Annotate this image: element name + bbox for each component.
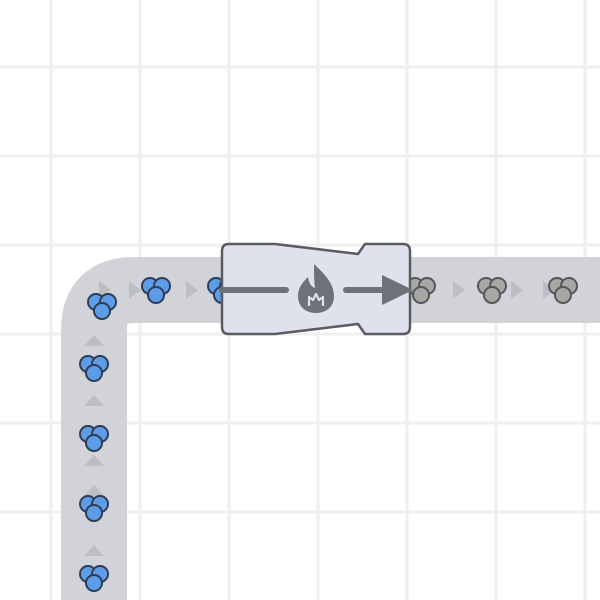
belt-arrow-right — [511, 281, 523, 299]
belt-arrow-up — [84, 335, 104, 346]
belt-arrow-right — [186, 281, 198, 299]
flame-icon — [298, 264, 334, 313]
belt-arrow-up — [84, 455, 104, 466]
arrow-right-icon — [343, 275, 413, 305]
belt-arrow-up — [84, 545, 104, 556]
belt-arrow-up — [84, 395, 104, 406]
belt-arrow-right — [453, 281, 465, 299]
belt-arrow-right — [129, 281, 141, 299]
smelter-machine[interactable] — [219, 242, 413, 336]
belt-arrow-up — [84, 485, 104, 496]
belt-arrow-right — [99, 281, 111, 299]
belt-direction-arrows — [84, 281, 555, 556]
